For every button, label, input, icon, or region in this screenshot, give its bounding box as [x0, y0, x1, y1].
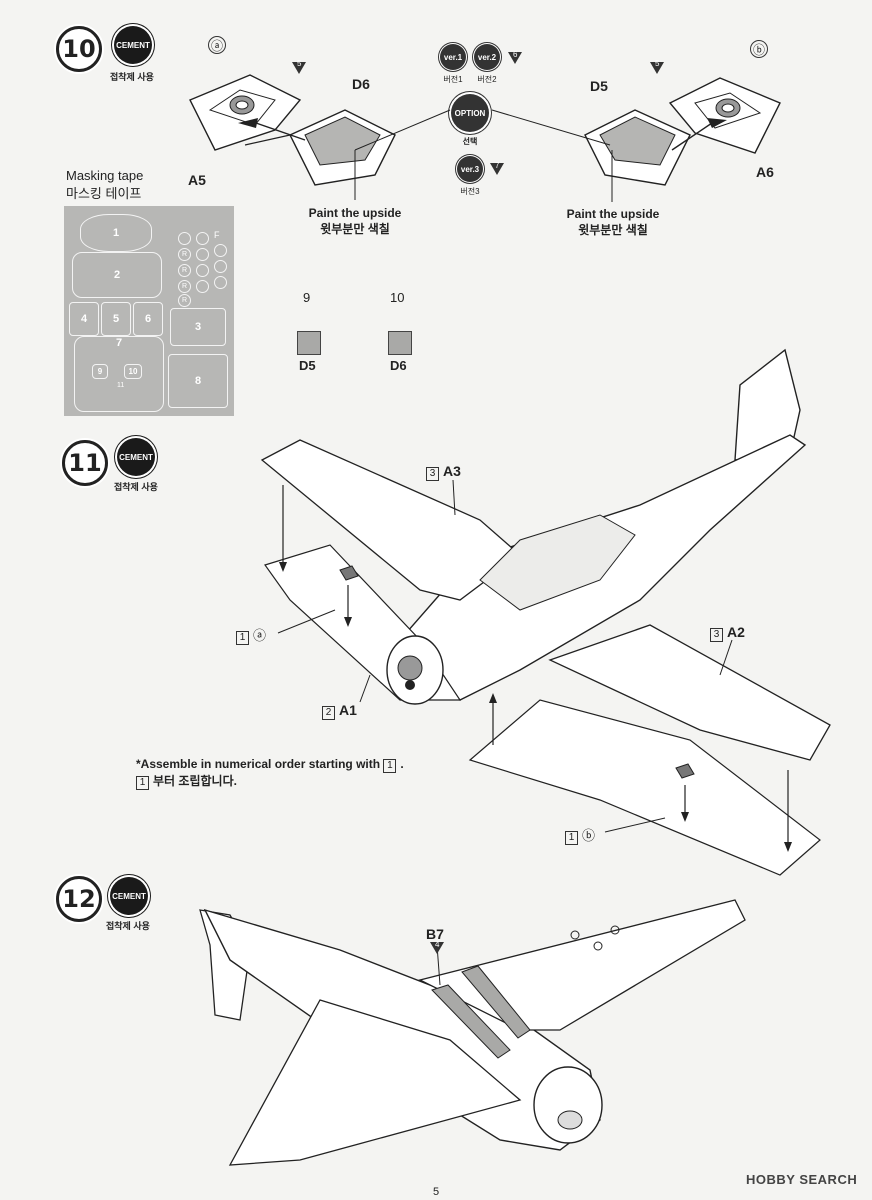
mask-piece-10: 10 — [124, 364, 142, 379]
paint-note-left: Paint the upside 윗부분만 색칠 — [300, 205, 410, 237]
masking-tape-title: Masking tape 마스킹 테이프 — [66, 168, 143, 202]
mask-piece-2: 2 — [72, 252, 162, 298]
mask-piece-3: 3 — [170, 308, 226, 346]
step-11-number: 11 — [62, 440, 108, 486]
cement-icon: CEMENT — [110, 877, 148, 915]
paint-note-right: Paint the upside 윗부분만 색칠 — [558, 206, 668, 238]
marker-number: 6 — [513, 50, 518, 59]
mask-piece-8: 8 — [168, 354, 228, 408]
cement-note: 접착제 사용 — [110, 72, 154, 82]
option-badge: OPTION — [451, 94, 489, 132]
version-1-label: 버전1 — [443, 75, 463, 84]
cement-note: 접착제 사용 — [106, 921, 150, 931]
swatch-10-number: 10 — [390, 290, 405, 305]
mask-dot-r: R — [178, 280, 191, 293]
paint-note-en: Paint the upside — [308, 206, 402, 220]
part-a5-drawing — [189, 74, 302, 151]
assembly-note-en: *Assemble in numerical order starting wi… — [136, 757, 404, 773]
mask-dot — [214, 276, 227, 289]
version-2-label: 버전2 — [477, 75, 497, 84]
mask-piece-f: F — [214, 230, 220, 240]
mask-piece-7: 7 — [74, 336, 164, 412]
part-number-marker — [430, 942, 444, 954]
paint-note-ko: 윗부분만 색칠 — [320, 222, 390, 236]
mask-dot — [196, 248, 209, 261]
swatch-9 — [297, 331, 321, 355]
mask-dot-r: R — [178, 264, 191, 277]
part-label-a5: A5 — [188, 172, 206, 188]
marker-number: 4 — [435, 940, 440, 949]
part-number-marker — [292, 62, 306, 74]
sub-assembly-a-label: ⓐ — [208, 36, 226, 54]
masking-title-en: Masking tape — [66, 168, 144, 183]
paint-note-en: Paint the upside — [566, 207, 660, 221]
part-d5-drawing — [584, 109, 691, 186]
part-number-marker — [508, 52, 522, 64]
mask-piece-5: 5 — [101, 302, 131, 336]
paint-note-ko: 윗부분만 색칠 — [578, 223, 648, 237]
masking-tape-sheet: 1 2 4 5 6 3 7 9 10 11 8 F R R R R — [64, 206, 234, 416]
swatch-9-part: D5 — [299, 358, 316, 373]
part-label-b7: B7 — [426, 926, 444, 942]
version-3-badge: ver.3 — [457, 156, 483, 182]
aircraft-assembly-drawing — [260, 348, 831, 876]
marker-number: 7 — [495, 161, 500, 170]
mask-dot — [214, 244, 227, 257]
leader-lines-step10 — [238, 109, 727, 202]
mask-piece-11: 11 — [117, 382, 125, 389]
page-number: 5 — [433, 1186, 440, 1198]
cement-note: 접착제 사용 — [114, 482, 158, 492]
part-label-d6: D6 — [352, 76, 370, 92]
watermark: HOBBY SEARCH — [746, 1172, 858, 1187]
marker-number: 5 — [655, 59, 660, 68]
mask-dot — [196, 232, 209, 245]
mask-dot — [196, 280, 209, 293]
mask-dot-r — [178, 232, 191, 245]
mask-piece-4: 4 — [69, 302, 99, 336]
swatch-9-number: 9 — [303, 290, 311, 305]
swatch-10-part: D6 — [390, 358, 407, 373]
mask-piece-9: 9 — [92, 364, 108, 379]
step-10-number: 10 — [56, 26, 102, 72]
mask-piece-1: 1 — [80, 214, 152, 252]
marker-number: 5 — [297, 59, 302, 68]
mask-piece-6: 6 — [133, 302, 163, 336]
cement-icon: CEMENT — [114, 26, 152, 64]
version-2-badge: ver.2 — [474, 44, 500, 70]
masking-title-ko: 마스킹 테이프 — [66, 186, 142, 201]
part-number-marker — [650, 62, 664, 74]
step-12-number: 12 — [56, 876, 102, 922]
version-1-badge: ver.1 — [440, 44, 466, 70]
mask-dot-r: R — [178, 248, 191, 261]
assembly-order-note: *Assemble in numerical order starting wi… — [136, 756, 404, 790]
part-d6-drawing — [244, 109, 396, 186]
cement-icon: CEMENT — [117, 438, 155, 476]
part-number-marker — [490, 163, 504, 175]
part-label-a6: A6 — [756, 164, 774, 180]
aircraft-underside-drawing — [199, 899, 746, 1166]
sub-assembly-b-label: ⓑ — [750, 40, 768, 58]
mask-dot — [214, 260, 227, 273]
option-label: 선택 — [462, 137, 478, 146]
version-3-label: 버전3 — [460, 187, 480, 196]
swatch-10 — [388, 331, 412, 355]
mask-dot — [196, 264, 209, 277]
mask-dot-r: R — [178, 294, 191, 307]
part-label-d5: D5 — [590, 78, 608, 94]
